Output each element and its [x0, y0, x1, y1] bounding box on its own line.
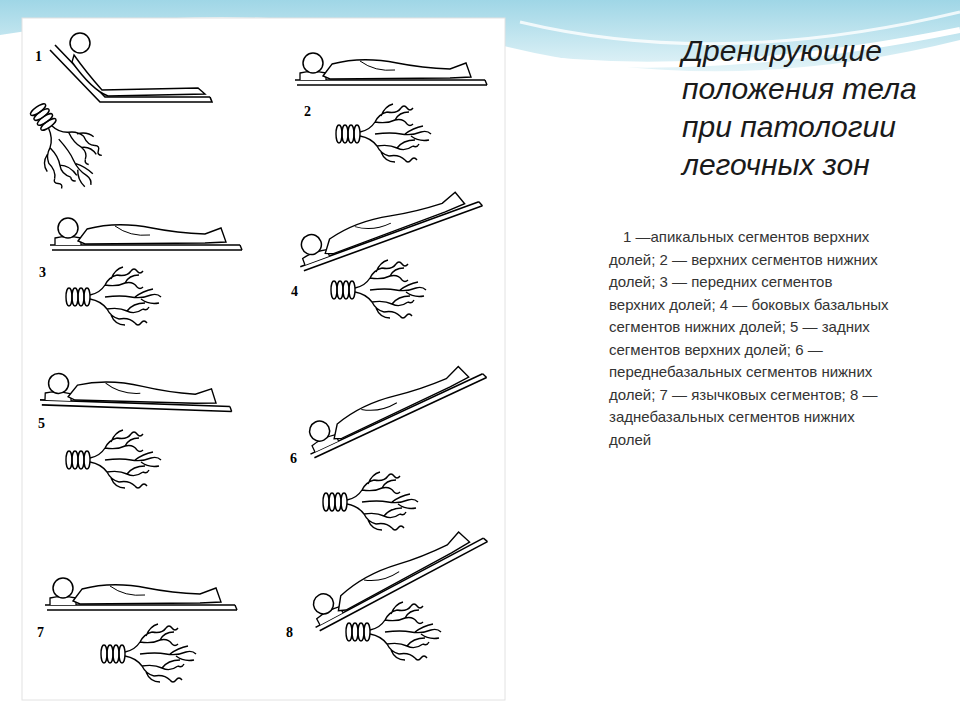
callout-number: 5 [38, 416, 45, 432]
drainage-figure [303, 513, 488, 660]
callout-number: 3 [39, 265, 46, 281]
callout-number: 7 [37, 625, 44, 641]
callout-number: 1 [35, 49, 42, 65]
callout-number: 8 [286, 625, 293, 641]
callout-number: 6 [290, 451, 297, 467]
slide-title: Дренирующие положения тела при патологии… [682, 32, 946, 184]
callout-number: 4 [291, 284, 298, 300]
drainage-figure [45, 578, 237, 682]
drainage-figure [299, 349, 487, 530]
drainage-figure [50, 218, 242, 325]
drainage-figure [295, 53, 487, 162]
drainage-figure [291, 176, 482, 318]
callout-number: 2 [304, 104, 311, 120]
drainage-figure [40, 373, 233, 488]
caption-text: 1 —апикальных сегментов верхних долей; 2… [609, 226, 891, 451]
drainage-figure [13, 33, 212, 201]
